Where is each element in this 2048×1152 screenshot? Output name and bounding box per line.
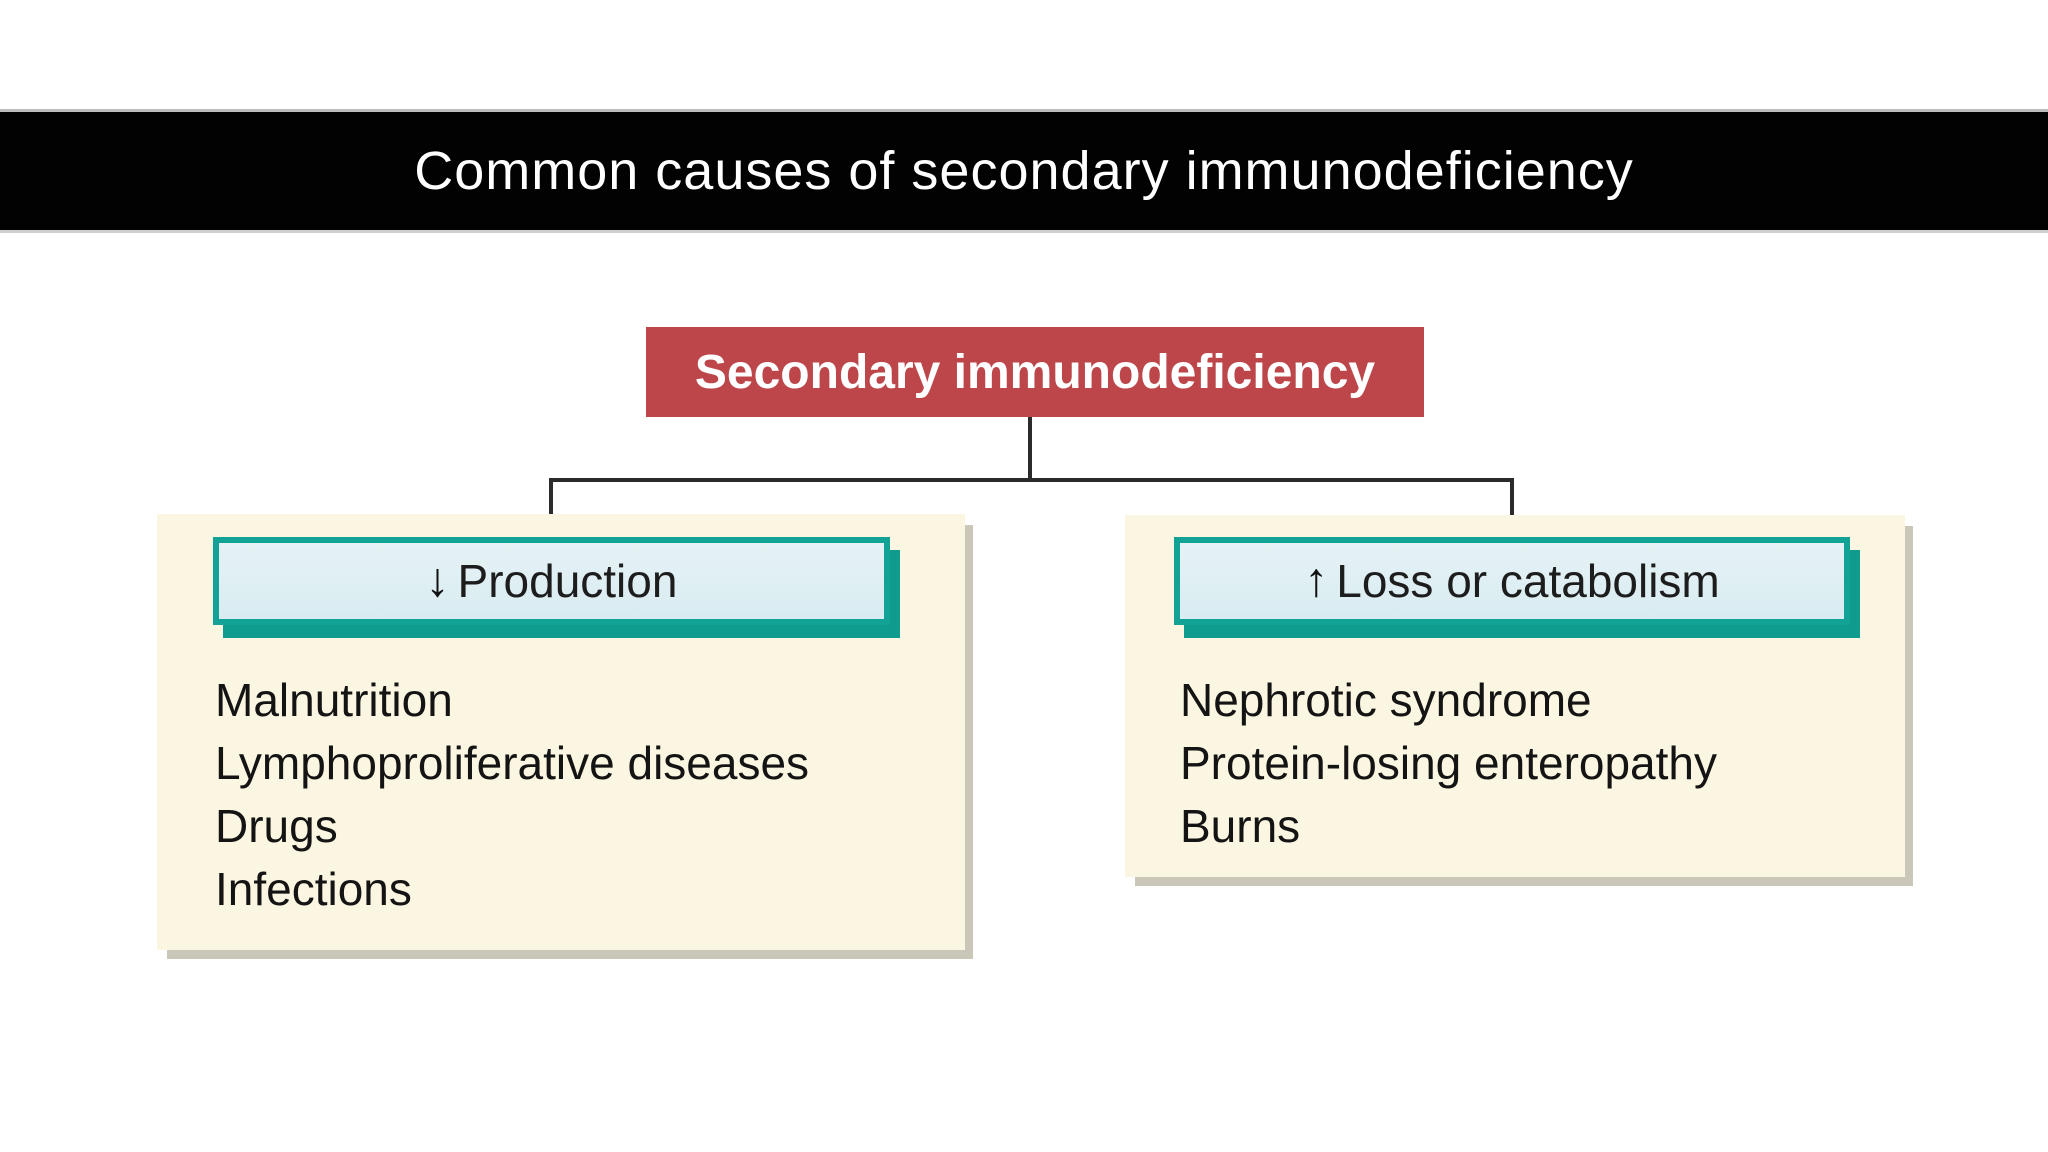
production-header: ↓ Production — [213, 537, 890, 625]
production-cause-list: Malnutrition Lymphoproliferative disease… — [215, 669, 809, 921]
root-node-label: Secondary immunodeficiency — [694, 345, 1376, 399]
up-arrow-icon: ↑ — [1304, 554, 1329, 607]
loss-catabolism-panel: ↑ Loss or catabolism Nephrotic syndrome … — [1125, 515, 1905, 877]
title-banner: Common causes of secondary immunodeficie… — [0, 109, 2048, 233]
list-item: Infections — [215, 863, 412, 915]
list-item: Nephrotic syndrome — [1180, 674, 1592, 726]
slide-title: Common causes of secondary immunodeficie… — [414, 141, 1634, 201]
connector-left-drop — [549, 478, 553, 540]
list-item: Protein-losing enteropathy — [1180, 737, 1717, 789]
loss-catabolism-header-text: Loss or catabolism — [1336, 555, 1720, 607]
loss-catabolism-header-label: ↑ Loss or catabolism — [1304, 554, 1720, 608]
connector-root-vertical — [1028, 417, 1032, 481]
connector-right-drop — [1510, 478, 1514, 540]
loss-catabolism-cause-list: Nephrotic syndrome Protein-losing entero… — [1180, 669, 1717, 858]
production-header-label: ↓ Production — [426, 554, 678, 608]
loss-catabolism-header: ↑ Loss or catabolism — [1174, 537, 1850, 625]
root-node: Secondary immunodeficiency — [646, 327, 1424, 417]
down-arrow-icon: ↓ — [425, 554, 450, 607]
production-panel: ↓ Production Malnutrition Lymphoprolifer… — [157, 514, 965, 950]
list-item: Lymphoproliferative diseases — [215, 737, 810, 789]
list-item: Drugs — [215, 800, 338, 852]
connector-horizontal — [549, 478, 1514, 482]
list-item: Burns — [1180, 800, 1301, 852]
production-header-text: Production — [457, 555, 678, 607]
list-item: Malnutrition — [215, 674, 453, 726]
